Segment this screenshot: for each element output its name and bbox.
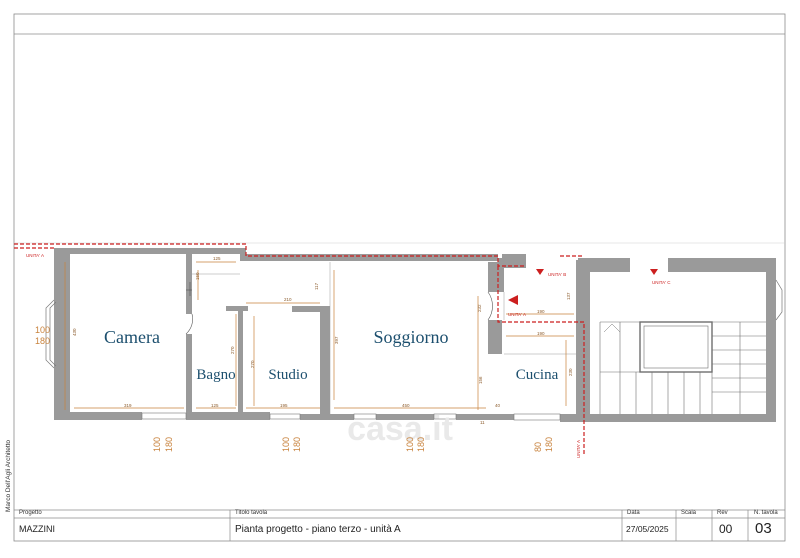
- dim-319: 319: [124, 403, 132, 408]
- titolo-value: Pianta progetto - piano terzo - unità A: [235, 524, 401, 535]
- bay-window-right: [775, 279, 783, 321]
- walls: [54, 248, 776, 422]
- dim-210: 210: [284, 297, 292, 302]
- window-3-bottom: 180: [292, 437, 302, 452]
- dim-450: 450: [402, 403, 410, 408]
- dim-430: 430: [72, 328, 77, 336]
- data-value: 27/05/2025: [626, 524, 669, 534]
- unit-a-left-label: UNITA' A: [26, 253, 44, 258]
- room-labels: Camera Bagno Studio Soggiorno Cucina: [104, 327, 559, 383]
- dim-11: 11: [480, 420, 485, 425]
- wall-studio-right: [320, 306, 330, 414]
- dim-125-bottom: 125: [211, 403, 219, 408]
- wall-left: [54, 248, 70, 418]
- dim-125-top: 125: [213, 256, 221, 261]
- wall-entrance: [502, 254, 526, 268]
- dim-270-b: 270: [250, 360, 255, 368]
- unit-a-center-label: UNITA' A: [508, 312, 526, 317]
- window-4-top: 100: [405, 437, 415, 452]
- unit-arrows: [508, 269, 658, 305]
- stair-well: [639, 321, 713, 373]
- wall-top-stair-1: [578, 258, 630, 272]
- dim-270-a: 270: [230, 346, 235, 354]
- dimension-lines: [64, 261, 574, 410]
- window-5-top: 80: [533, 442, 543, 452]
- dim-232: 232: [477, 304, 482, 312]
- unit-labels: UNITA' A UNITA' A UNITA' B UNITA' C UNIT…: [26, 253, 671, 458]
- room-bagno: Bagno: [196, 367, 235, 383]
- window-left-bottom: 180: [35, 336, 50, 346]
- arrow-unit-b: [536, 269, 544, 275]
- window-heights: 100 180 100 180 100 180 100 180 80 180: [35, 325, 554, 452]
- wall-bottom-6: [560, 414, 776, 422]
- progetto-label: Progetto: [19, 510, 42, 516]
- dim-117: 117: [314, 282, 319, 290]
- bay-window-left: [45, 299, 57, 369]
- arrow-unit-c: [650, 269, 658, 275]
- dim-40: 40: [495, 403, 501, 408]
- sheet-frame: [13, 13, 786, 542]
- door-swings: [185, 282, 493, 335]
- room-cucina: Cucina: [516, 367, 559, 383]
- unit-c-label: UNITA' C: [652, 280, 671, 285]
- wall-bottom-1: [54, 412, 142, 420]
- wall-right: [766, 258, 776, 422]
- wall-bottom-3: [300, 414, 354, 420]
- wall-studio-right-top: [292, 306, 330, 312]
- unit-b-label: UNITA' B: [548, 272, 566, 277]
- wall-top-stair-2: [668, 258, 776, 272]
- rev-label: Rev: [717, 510, 728, 516]
- title-block: [14, 509, 785, 541]
- room-soggiorno: Soggiorno: [373, 327, 448, 347]
- window-3-top: 100: [281, 437, 291, 452]
- window-2-top: 100: [152, 437, 162, 452]
- scala-label: Scala: [681, 510, 697, 516]
- wall-top-camera: [54, 248, 246, 254]
- watermark-text: casa.it: [347, 410, 453, 448]
- wall-studio-top: [226, 306, 248, 311]
- dim-137: 137: [566, 292, 571, 300]
- windows-bottom: [141, 412, 561, 421]
- author-credit-text: Marco Dell'Agli Architetto: [5, 439, 12, 512]
- dim-190-b: 190: [537, 331, 545, 336]
- room-camera: Camera: [104, 327, 160, 347]
- wall-soggiorno-cucina: [488, 262, 504, 292]
- tavola-value: 03: [755, 520, 772, 537]
- progetto-value: MAZZINI: [19, 524, 55, 534]
- wall-camera-bagno-low: [186, 334, 192, 420]
- arrow-unit-a: [508, 295, 518, 305]
- dimension-texts: 125 150 210 117 232 137 190 190 430 270 …: [72, 256, 573, 425]
- wall-bottom-4: [376, 414, 434, 420]
- titolo-label: Titolo tavola: [235, 510, 268, 516]
- unit-boundary: [14, 243, 585, 454]
- data-label: Data: [627, 510, 640, 516]
- dim-156: 156: [478, 376, 483, 384]
- wall-bottom-2: [186, 412, 270, 420]
- room-studio: Studio: [268, 367, 307, 383]
- window-5-bottom: 180: [544, 437, 554, 452]
- rev-value: 00: [719, 522, 733, 536]
- dim-397: 397: [334, 336, 339, 344]
- dim-230: 230: [568, 368, 573, 376]
- wall-soggiorno-cucina-mid: [488, 320, 502, 354]
- wall-cucina-stair: [576, 260, 590, 420]
- author-credit: Marco Dell'Agli Architetto: [2, 420, 14, 520]
- dim-190-a: 190: [537, 309, 545, 314]
- interior-linework: [192, 262, 576, 414]
- dim-150: 150: [195, 272, 200, 280]
- staircase: [599, 321, 766, 414]
- wall-camera-bagno: [186, 254, 192, 314]
- window-left-top: 100: [35, 325, 50, 335]
- wall-bagno-studio: [238, 306, 243, 414]
- window-2-bottom: 180: [164, 437, 174, 452]
- window-4-bottom: 180: [416, 437, 426, 452]
- dim-195: 195: [280, 403, 288, 408]
- wall-bottom-5: [456, 414, 514, 420]
- unit-a-bottom-label: UNITA' A: [576, 440, 581, 458]
- tavola-label: N. tavola: [754, 510, 778, 516]
- wall-top-mid: [240, 254, 498, 261]
